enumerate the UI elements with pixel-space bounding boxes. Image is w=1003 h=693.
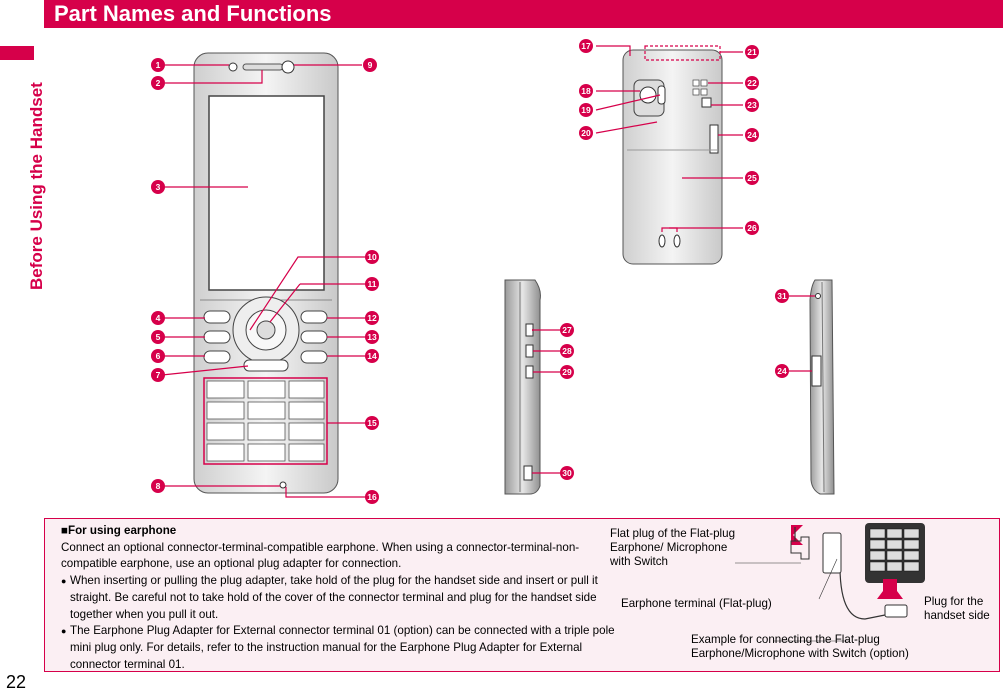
svg-text:30: 30 — [562, 468, 572, 478]
section-title: Part Names and Functions — [54, 1, 332, 26]
svg-text:13: 13 — [367, 332, 377, 342]
handset-plug — [884, 604, 908, 618]
svg-text:4: 4 — [156, 313, 161, 323]
plug-adapter — [822, 532, 842, 574]
svg-text:16: 16 — [367, 492, 377, 502]
figure-caption: Example for connecting the Flat-plug Ear… — [691, 633, 909, 660]
note-bullet-2: The Earphone Plug Adapter for External c… — [61, 623, 621, 673]
note-title: ■For using earphone — [61, 524, 177, 537]
svg-text:26: 26 — [747, 223, 757, 233]
page-number: 22 — [6, 672, 27, 692]
svg-text:15: 15 — [367, 418, 377, 428]
svg-text:28: 28 — [562, 346, 572, 356]
front-phone — [193, 52, 339, 494]
back-phone — [622, 49, 723, 265]
right-side-view — [809, 279, 835, 495]
right-side-callouts: 31 24 — [775, 289, 789, 378]
svg-text:3: 3 — [156, 182, 161, 192]
svg-text:19: 19 — [581, 105, 591, 115]
svg-text:25: 25 — [747, 173, 757, 183]
svg-text:27: 27 — [562, 325, 572, 335]
svg-text:24: 24 — [747, 130, 757, 140]
earphone-connection-figure — [735, 523, 925, 642]
svg-text:6: 6 — [156, 351, 161, 361]
svg-text:29: 29 — [562, 367, 572, 377]
flat-plug-label: Flat plug of the Flat-plug Earphone/ Mic… — [610, 527, 736, 568]
svg-text:23: 23 — [747, 100, 757, 110]
svg-text:21: 21 — [747, 47, 757, 57]
front-callouts: 1 2 3 4 5 6 7 8 9 10 11 12 13 14 15 16 — [151, 58, 379, 504]
left-side-view — [504, 279, 541, 495]
svg-text:31: 31 — [777, 291, 787, 301]
svg-text:14: 14 — [367, 351, 377, 361]
svg-text:1: 1 — [156, 60, 161, 70]
section-header: Part Names and Functions — [44, 0, 1003, 28]
svg-text:10: 10 — [367, 252, 377, 262]
earphone-note: ■For using earphone Connect an optional … — [44, 518, 1000, 672]
svg-text:20: 20 — [581, 128, 591, 138]
svg-text:18: 18 — [581, 86, 591, 96]
svg-text:5: 5 — [156, 332, 161, 342]
note-bullet-1: When inserting or pulling the plug adapt… — [61, 573, 621, 623]
svg-text:2: 2 — [156, 78, 161, 88]
svg-text:12: 12 — [367, 313, 377, 323]
left-side-callouts: 27 28 29 30 — [560, 323, 574, 480]
svg-text:9: 9 — [368, 60, 373, 70]
up-arrow-icon — [877, 579, 903, 599]
back-callouts: 17 18 19 20 21 22 23 24 25 26 — [579, 39, 759, 235]
note-intro: Connect an optional connector-terminal-c… — [61, 540, 580, 571]
svg-text:11: 11 — [368, 279, 377, 289]
earphone-terminal-label: Earphone terminal (Flat-plug) — [621, 597, 772, 610]
side-tab-marker — [0, 46, 34, 60]
plug-handset-label: Plug for the handset side — [924, 595, 990, 622]
note-text: ■For using earphone Connect an optional … — [61, 523, 621, 673]
svg-text:22: 22 — [747, 78, 757, 88]
right-arrow-icon — [791, 525, 803, 545]
svg-text:17: 17 — [581, 41, 591, 51]
svg-text:7: 7 — [156, 370, 161, 380]
flat-plug — [790, 536, 810, 560]
svg-text:24: 24 — [777, 366, 787, 376]
svg-text:8: 8 — [156, 481, 161, 491]
